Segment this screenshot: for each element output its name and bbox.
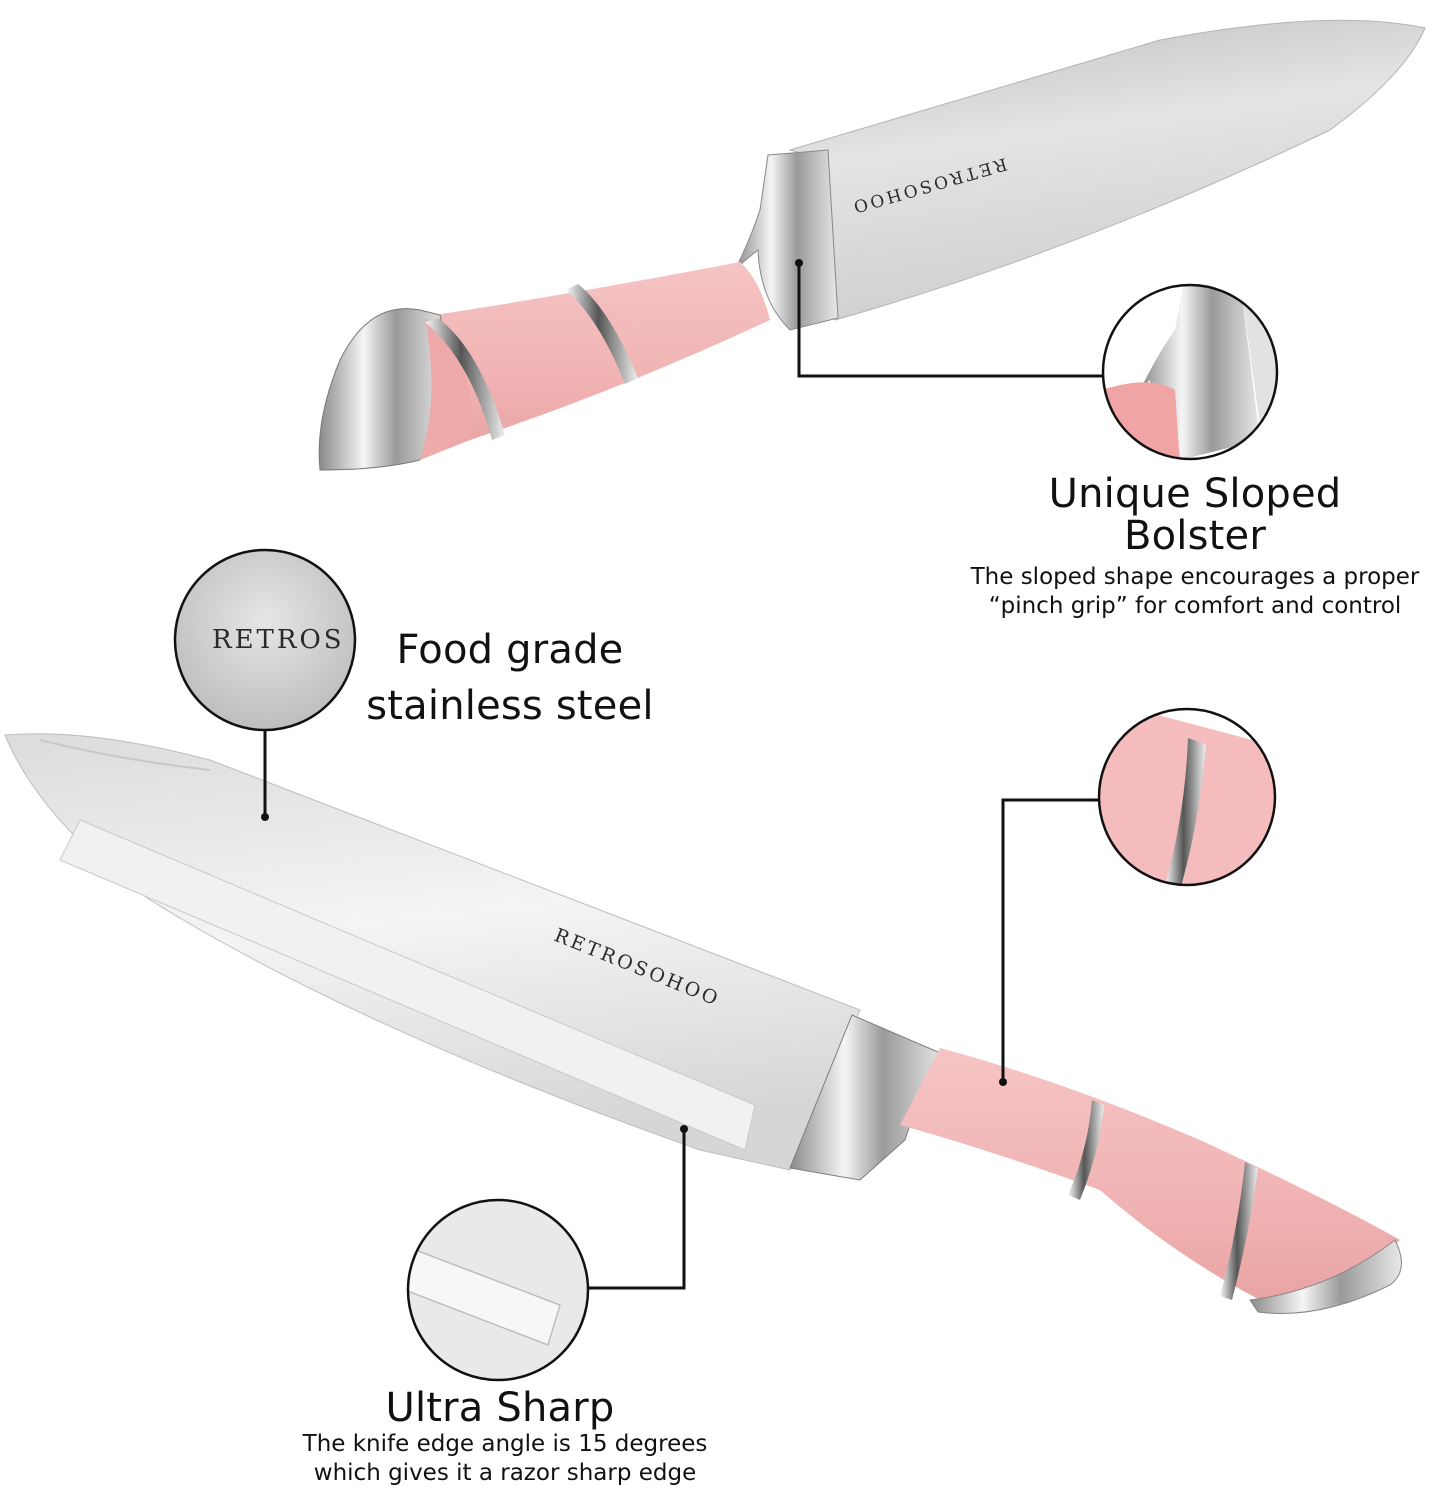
steel-callout: RETROS [173, 548, 357, 821]
top-knife-bolster [734, 149, 839, 331]
bottom-knife-ring-1 [1068, 1100, 1104, 1200]
bottom-knife-edge-bevel [59, 819, 756, 1151]
steel-closeup-icon: RETROS [175, 550, 355, 730]
top-knife-blade [788, 19, 1426, 321]
bolster-closeup-icon [1103, 285, 1277, 459]
steel-title: Food grade stainless steel [366, 627, 654, 729]
handle-callout [999, 707, 1277, 1086]
bolster-title: Unique Sloped Bolster [1048, 471, 1342, 559]
bottom-knife: RETROSOHOO [4, 733, 1402, 1314]
top-knife-ring-1 [425, 318, 505, 440]
bolster-description: The sloped shape encourages a proper “pi… [970, 564, 1420, 619]
sharp-title: Ultra Sharp [385, 1385, 615, 1431]
edge-closeup-icon [408, 1200, 588, 1380]
handle-closeup-icon [1099, 709, 1275, 885]
steel-closeup-brand: RETROS [212, 625, 345, 655]
bottom-knife-ring-2 [1220, 1162, 1258, 1300]
top-knife-ring-2 [566, 284, 638, 384]
bottom-knife-handle [900, 1048, 1400, 1305]
edge-callout [406, 1125, 688, 1382]
top-knife: RETROSOHOO [318, 19, 1426, 471]
sharp-description: The knife edge angle is 15 degrees which… [302, 1431, 708, 1486]
bottom-knife-pommel [1249, 1239, 1402, 1314]
